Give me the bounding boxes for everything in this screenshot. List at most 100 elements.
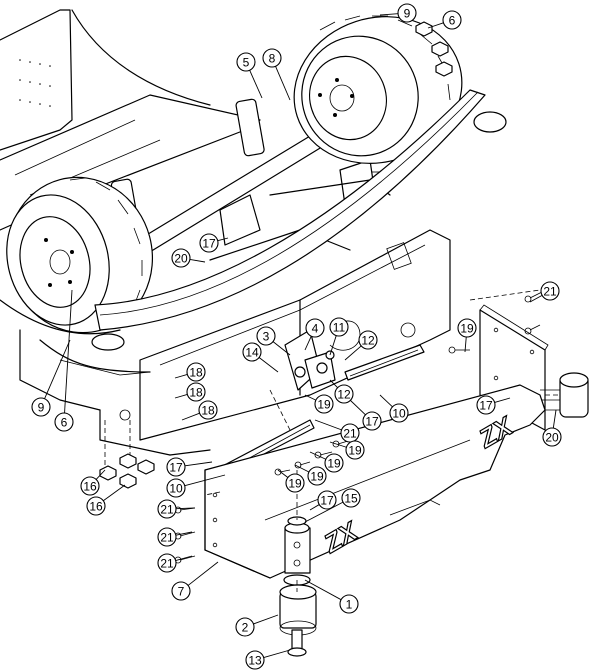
leader-line-c19f [277, 469, 289, 478]
callout-circle [171, 248, 191, 268]
callout-number: 19 [317, 398, 331, 412]
callout-number: 21 [543, 285, 557, 299]
callout-circle [542, 427, 562, 447]
callout-c19f: 19 [285, 473, 305, 493]
callout-c5: 5 [236, 52, 256, 72]
callout-number: 7 [178, 585, 185, 599]
leader-line-c14 [258, 357, 279, 373]
callout-c19a: 19 [457, 318, 477, 338]
leader-line-c2 [253, 614, 279, 625]
leader-line-c7 [187, 561, 219, 586]
callout-circle [80, 476, 100, 496]
leader-line-c13 [263, 649, 291, 658]
callout-c16b: 16 [86, 496, 106, 516]
callout-number: 12 [361, 334, 375, 348]
callout-c7: 7 [171, 581, 191, 601]
leader-line-c21c [175, 507, 196, 510]
callout-circle [157, 499, 177, 519]
leader-line-c1 [304, 579, 342, 601]
callout-number: 5 [243, 56, 250, 70]
callout-circle [166, 478, 186, 498]
leader-line-c11 [329, 335, 337, 356]
leader-line-c20b [552, 409, 557, 429]
callout-number: 20 [545, 431, 559, 445]
callout-c19b: 19 [314, 394, 334, 414]
callout-circle [256, 326, 276, 346]
callout-c10a: 10 [389, 403, 409, 423]
leader-line-c17d [184, 461, 213, 467]
callout-c17e: 17 [317, 490, 337, 510]
leader-line-c9b [44, 339, 71, 399]
callout-c18a: 18 [186, 362, 206, 382]
rubber-stop-block [540, 372, 589, 418]
callout-number: 13 [248, 654, 262, 668]
callout-circle [305, 318, 325, 338]
callout-circle [307, 466, 327, 486]
callout-circle [236, 52, 256, 72]
callout-circle [314, 394, 334, 414]
callout-c6a: 6 [442, 10, 462, 30]
callout-number: 21 [343, 427, 357, 441]
callout-circle [166, 457, 186, 477]
linkage-assembly [284, 329, 425, 391]
callout-circle [242, 342, 262, 362]
leader-line-c18a [174, 374, 188, 379]
callout-circle [285, 473, 305, 493]
callout-c9a: 9 [397, 3, 417, 23]
callout-number: 3 [263, 330, 270, 344]
callout-circle [362, 411, 382, 431]
callout-circle [389, 403, 409, 423]
caster-assembly [279, 516, 317, 657]
callout-number: 17 [479, 399, 493, 413]
callout-c2: 2 [235, 617, 255, 637]
callout-number: 14 [245, 346, 259, 360]
leader-line-c17e [309, 504, 320, 511]
callout-circle [329, 317, 349, 337]
leader-line-c16b [103, 484, 126, 502]
callout-circle [186, 382, 206, 402]
callout-c11: 11 [329, 317, 349, 337]
leader-line-c15 [304, 501, 344, 523]
callout-number: 11 [333, 321, 346, 335]
callout-number: 6 [61, 416, 68, 430]
leader-line-c9a [379, 13, 399, 16]
callout-circle [235, 617, 255, 637]
callout-circle [540, 281, 560, 301]
callout-number: 10 [169, 482, 183, 496]
callout-number: 19 [348, 444, 362, 458]
callout-c21d: 21 [157, 527, 177, 547]
callout-c16a: 16 [80, 476, 100, 496]
callout-circle [345, 440, 365, 460]
callout-circle [341, 488, 361, 508]
leader-lines [44, 13, 557, 658]
callout-c17b: 17 [362, 411, 382, 431]
callout-c17a: 17 [199, 233, 219, 253]
callout-c17d: 17 [166, 457, 186, 477]
callout-c1: 1 [339, 594, 359, 614]
callout-number: 12 [337, 388, 351, 402]
callout-circle [358, 330, 378, 350]
callout-c19e: 19 [307, 466, 327, 486]
leader-line-c5 [249, 70, 263, 99]
callout-circle [397, 3, 417, 23]
callout-number: 21 [160, 503, 174, 517]
callout-circle [86, 496, 106, 516]
callout-c14: 14 [242, 342, 262, 362]
leader-line-c17a [217, 237, 229, 242]
callout-number: 15 [344, 492, 358, 506]
callout-number: 18 [201, 404, 215, 418]
loose-hardware [99, 21, 543, 564]
leader-line-c19a [464, 336, 467, 353]
callout-number: 17 [320, 494, 334, 508]
leader-line-c4 [304, 336, 312, 351]
callout-c8: 8 [262, 48, 282, 68]
callout-number: 8 [269, 52, 276, 66]
callout-circle [54, 412, 74, 432]
callout-c12a: 12 [358, 330, 378, 350]
callout-c4: 4 [305, 318, 325, 338]
callout-number: 19 [288, 477, 302, 491]
leader-line-c3 [272, 341, 291, 356]
callout-circle [198, 400, 218, 420]
callout-circle [457, 318, 477, 338]
callout-c6b: 6 [54, 412, 74, 432]
